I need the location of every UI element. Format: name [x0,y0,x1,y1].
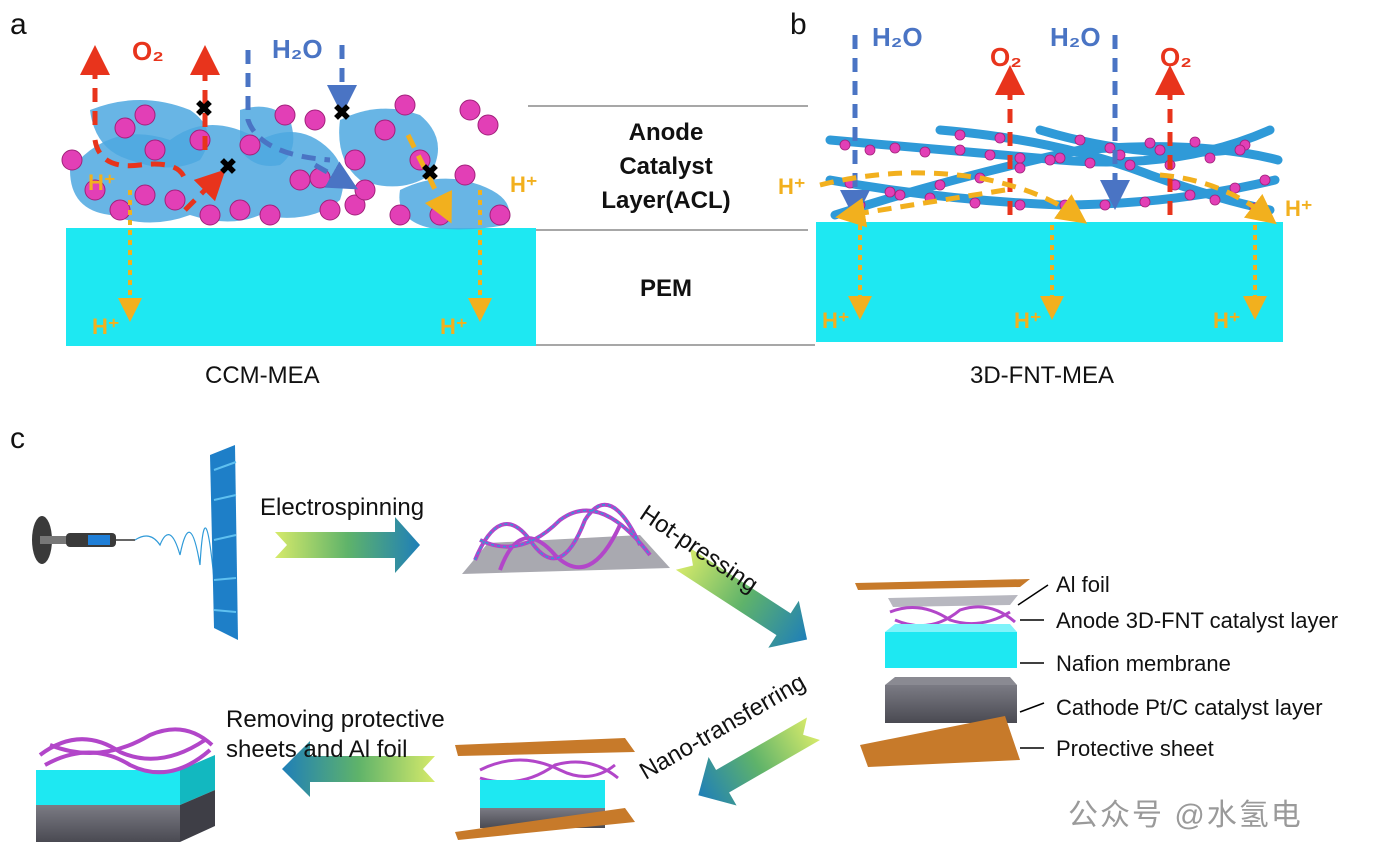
panel-label-c: c [10,422,25,455]
acl-label-line2: Catalyst [619,153,713,180]
fnt-o2-label-right: O₂ [1160,42,1192,72]
acl-label-line1: Anode [628,119,704,146]
svg-text:✖: ✖ [333,100,351,125]
ccm-catalyst-particles [61,94,511,226]
fnt-o2-label-left: O₂ [990,42,1022,72]
step-removing-line1: Removing protective [226,706,445,733]
hot-pressing-arrow [675,548,808,648]
fnt-caption: 3D-FNT-MEA [970,362,1114,389]
step-electrospinning: Electrospinning [260,494,425,521]
electrospinning-arrow [275,517,420,573]
panel-label-a: a [10,8,27,41]
fnt-h2o-label-right: H₂O [1050,22,1101,52]
step-removing: Removing protective sheets and Al foil [226,705,445,765]
svg-text:✖: ✖ [219,154,237,179]
fnt-proton-label-bottom-1: H⁺ [822,308,850,333]
ccm-proton-label-right: H⁺ [510,172,538,197]
fnt-proton-arrows [848,225,1267,320]
fnt-flow-arrows [819,35,1277,228]
electrospinning-setup [32,445,238,640]
ccm-flow-arrows [80,45,452,224]
ccm-proton-label-left: H⁺ [88,170,116,195]
acl-label-line3: Layer(ACL) [601,187,731,214]
fnt-catalyst-particles [839,129,1271,214]
acl-label: Anode Catalyst Layer(ACL) [566,116,766,218]
ccm-blocked-marks: ✖ ✖ ✖ ✖ [195,96,439,185]
pem-label: PEM [639,275,692,302]
fnt-proton-label-left: H⁺ [778,174,806,199]
exploded-stack [855,579,1049,767]
svg-text:✖: ✖ [195,96,213,121]
legend-cathode: Cathode Pt/C catalyst layer [1056,695,1323,720]
ccm-proton-label-bottom-right: H⁺ [440,314,468,339]
ccm-o2-label: O₂ [132,36,164,66]
ccm-caption: CCM-MEA [205,362,320,389]
legend-nafion: Nafion membrane [1056,651,1231,676]
legend-al-foil: Al foil [1056,572,1110,597]
legend-protective-sheet: Protective sheet [1056,736,1214,761]
fnt-proton-label-bottom-2: H⁺ [1014,308,1042,333]
middle-divider-lines [528,105,815,346]
watermark: 公众号 @水氢电 [1068,799,1303,832]
legend-anode-layer: Anode 3D-FNT catalyst layer [1056,608,1339,633]
panel-label-b: b [790,8,807,41]
fnt-proton-label-right: H⁺ [1285,196,1313,221]
final-mea [36,727,215,842]
svg-text:✖: ✖ [421,160,439,185]
fiber-mat [462,502,670,574]
removing-arrow [282,741,435,797]
fnt-h2o-label-left: H₂O [872,22,923,52]
ccm-proton-label-bottom-left: H⁺ [92,314,120,339]
ccm-h2o-label: H₂O [272,34,323,64]
fnt-pem-membrane [816,222,1283,342]
ccm-proton-arrows [118,190,492,322]
transferred-stack [455,738,635,840]
fnt-proton-label-bottom-3: H⁺ [1213,308,1241,333]
ccm-pem-membrane [66,228,536,346]
nano-transferring-arrow [698,717,820,806]
step-removing-line2: sheets and Al foil [226,736,408,763]
